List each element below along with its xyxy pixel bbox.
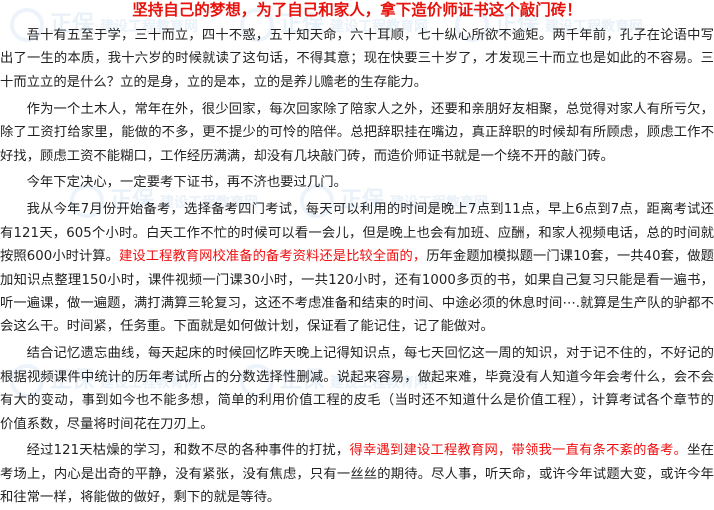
highlighted-text: 得幸遇到建设工程教育网，带领我一直有条不紊的备考。	[349, 443, 688, 459]
paragraph-text: 今年下定决心，一定要考下证书，再不济也要过几门。	[26, 175, 347, 191]
paragraph-text: 作为一个土木人，常年在外，很少回家，每次回家除了陪家人之外，还要和亲朋好友相聚，…	[0, 101, 714, 164]
paragraph-text: 结合记忆遗忘曲线，每天起床的时候回忆昨天晚上记得知识点，每七天回忆这一周的知识，…	[0, 346, 714, 432]
paragraph: 经过121天枯燥的学习，和数不尽的各种事件的打扰，得幸遇到建设工程教育网，带领我…	[0, 439, 714, 509]
paragraph: 结合记忆遗忘曲线，每天起床的时候回忆昨天晚上记得知识点，每七天回忆这一周的知识，…	[0, 342, 714, 436]
paragraph-text: 我从今年7月份开始备考，选择备考四门考试，每天可以利用的时间是晚上7点到11点，…	[0, 202, 714, 265]
article-body: 吾十有五至于学，三十而立，四十不惑，五十知天命，六十耳顺，七十纵心所欲不逾矩。两…	[0, 20, 714, 510]
paragraph-text: 历年金题加模拟题一门课10套，一共40套，做题加知识点整理150小时，课件视频一…	[0, 249, 714, 335]
paragraph-text: 吾十有五至于学，三十而立，四十不惑，五十知天命，六十耳顺，七十纵心所欲不逾矩。两…	[0, 28, 714, 90]
paragraph: 作为一个土木人，常年在外，很少回家，每次回家除了陪家人之外，还要和亲朋好友相聚，…	[0, 98, 714, 168]
highlighted-text: 建设工程教育网校准备的备考资料还是比较全面的，	[119, 249, 427, 265]
paragraph: 吾十有五至于学，三十而立，四十不惑，五十知天命，六十耳顺，七十纵心所欲不逾矩。两…	[0, 24, 714, 94]
paragraph: 我从今年7月份开始备考，选择备考四门考试，每天可以利用的时间是晚上7点到11点，…	[0, 198, 714, 338]
article-title: 坚持自己的梦想，为了自己和家人，拿下造价师证书这个敲门砖！	[132, 1, 582, 19]
paragraph: 今年下定决心，一定要考下证书，再不济也要过几门。	[0, 171, 714, 194]
paragraph-text: 经过121天枯燥的学习，和数不尽的各种事件的打扰，	[26, 443, 350, 459]
